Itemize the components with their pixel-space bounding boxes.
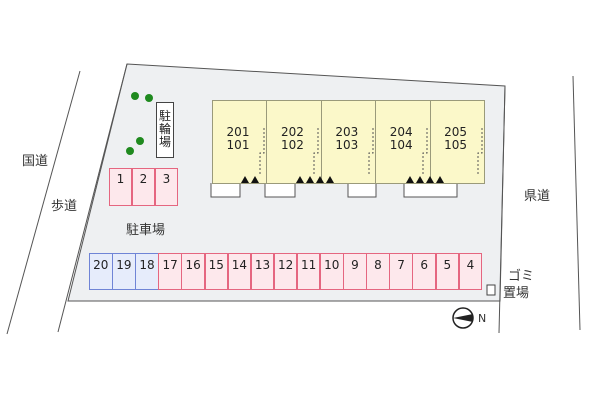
tree-icon: [126, 147, 134, 155]
bike-space: 2: [132, 168, 155, 206]
unit-number-upper: 201: [226, 125, 250, 139]
unit-number-upper: 202: [280, 125, 304, 139]
prefectural-road-label: 県道: [524, 189, 551, 204]
prefectural-road-edge-right: [572, 75, 581, 331]
parking-space: 12: [273, 253, 298, 290]
entrance-marker-icon: [306, 176, 314, 183]
parking-space: 20: [89, 253, 113, 290]
unit-number-upper: 205: [444, 125, 468, 139]
entrance-marker-icon: [296, 176, 304, 183]
tree-icon: [136, 137, 144, 145]
parking-space: 15: [204, 253, 229, 290]
unit-number-lower: 102: [280, 138, 304, 152]
apartment-unit: [429, 100, 485, 184]
compass-north-label: N: [478, 312, 487, 325]
entrance-marker-icon: [416, 176, 424, 183]
entrance-marker-icon: [316, 176, 324, 183]
parking-space: 5: [435, 253, 460, 290]
entrance-marker-icon: [251, 176, 259, 183]
prefectural-road-edge-left: [498, 85, 506, 334]
sidewalk-label: 歩道: [51, 199, 78, 214]
unit-number-lower: 103: [335, 138, 359, 152]
parking-space: 11: [296, 253, 321, 290]
stair-dotted-line: [259, 128, 265, 176]
apartment-unit: [266, 100, 322, 184]
stair-dotted-line: [368, 128, 374, 176]
compass-north-arrow-icon: [452, 307, 474, 329]
parking-space: 9: [343, 253, 367, 290]
bike-space: 3: [155, 168, 178, 206]
bike-parking-label: 駐輪場: [158, 109, 171, 149]
entrance-marker-icon: [436, 176, 444, 183]
unit-number-lower: 105: [444, 138, 468, 152]
tree-icon: [131, 92, 139, 100]
national-road-label: 国道: [22, 154, 49, 169]
unit-number-lower: 104: [389, 138, 413, 152]
parking-space: 6: [412, 253, 436, 290]
apartment-unit: [375, 100, 431, 184]
entrance-marker-icon: [406, 176, 414, 183]
unit-number-upper: 204: [389, 125, 413, 139]
bike-space: 1: [109, 168, 132, 206]
garbage-bin-icon: [486, 284, 496, 296]
unit-number-lower: 101: [226, 138, 250, 152]
parking-lot-label: 駐車場: [126, 223, 166, 238]
entrance-marker-icon: [241, 176, 249, 183]
stair-dotted-line: [477, 128, 483, 176]
stair-dotted-line: [422, 128, 428, 176]
parking-space: 18: [135, 253, 159, 290]
parking-space: 8: [366, 253, 390, 290]
parking-space: 17: [158, 253, 182, 290]
entrance-marker-icon: [326, 176, 334, 183]
parking-space: 7: [389, 253, 413, 290]
parking-space: 4: [458, 253, 483, 290]
parking-space: 13: [250, 253, 275, 290]
parking-space: 10: [320, 253, 344, 290]
parking-space: 16: [181, 253, 205, 290]
entrance-marker-icon: [426, 176, 434, 183]
apartment-unit: [212, 100, 268, 184]
tree-icon: [145, 94, 153, 102]
national-road-edge: [6, 70, 81, 335]
sidewalk-edge: [57, 63, 128, 333]
garbage-area-label-line1: ゴミ: [508, 269, 535, 284]
bike-parking-sign: 駐輪場: [156, 102, 174, 158]
parking-space: 19: [112, 253, 136, 290]
garbage-area-label-line2: 置場: [503, 286, 530, 301]
stair-dotted-line: [313, 128, 319, 176]
parking-space: 14: [227, 253, 252, 290]
unit-number-upper: 203: [335, 125, 359, 139]
